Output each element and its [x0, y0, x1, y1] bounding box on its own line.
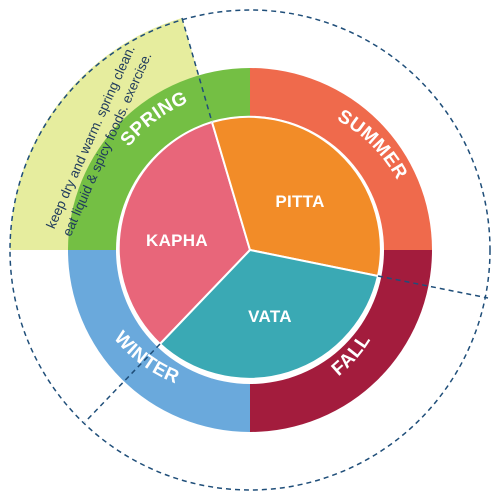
dosha-kapha	[117, 120, 252, 346]
dosha-pitta	[210, 115, 382, 278]
guide-line-fall	[377, 275, 489, 299]
dosha-label-pitta: PITTA	[275, 192, 324, 211]
dosha-label-kapha: KAPHA	[146, 231, 208, 250]
outer-dashed-circle	[9, 9, 491, 491]
dosha-label-vata: VATA	[248, 307, 292, 326]
dosha-vata	[158, 248, 380, 380]
guide-line-spring	[181, 17, 213, 123]
guide-line-winter	[84, 343, 161, 423]
